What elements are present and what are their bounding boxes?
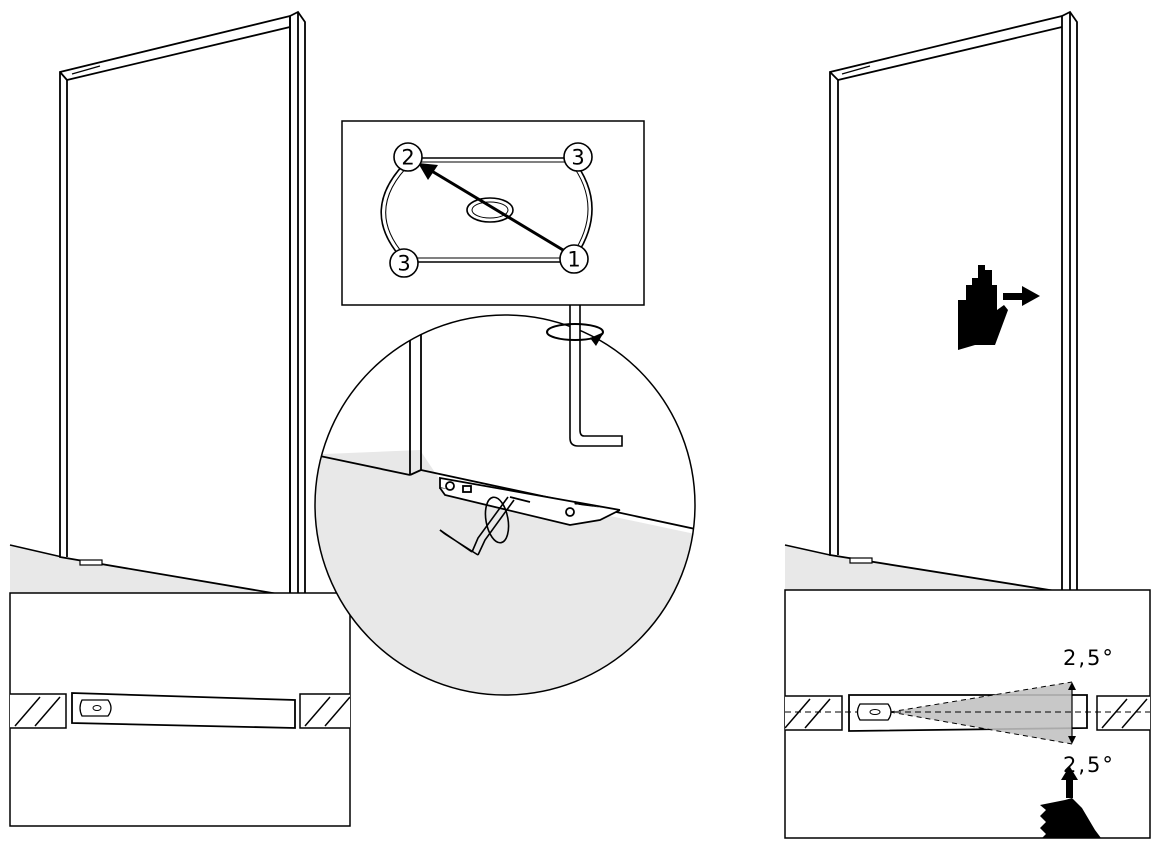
svg-text:3: 3 <box>397 252 410 276</box>
marker-step-3-top: 3 <box>564 143 592 171</box>
marker-step-2: 2 <box>394 143 422 171</box>
right-detail-box: 2,5° 2,5° <box>775 590 1155 846</box>
right-wall-segment-hatched <box>300 694 360 728</box>
left-hinge-cap <box>80 560 102 565</box>
left-wall-segment-hatched <box>8 694 66 728</box>
svg-text:1: 1 <box>567 248 580 272</box>
marker-step-3-bottom: 3 <box>390 249 418 277</box>
right-wall-segment-hatched-right <box>1097 696 1155 730</box>
left-door <box>60 12 305 596</box>
left-wall-segment-hatched-right <box>775 696 842 730</box>
angle-label-upper: 2,5° <box>1063 646 1115 670</box>
angle-label-lower: 2,5° <box>1063 753 1115 777</box>
svg-text:3: 3 <box>571 146 584 170</box>
left-detail-box <box>8 593 360 826</box>
left-door-scene <box>10 12 305 598</box>
svg-text:2: 2 <box>401 146 414 170</box>
hinge-closeup-circle <box>300 300 700 700</box>
right-door <box>830 12 1077 592</box>
adjustment-order-box: 2 3 3 1 <box>342 121 644 305</box>
hinge-plate-outline-right <box>858 704 892 720</box>
right-door-scene <box>785 12 1077 594</box>
hinge-plate-outline <box>80 700 111 716</box>
marker-step-1: 1 <box>560 245 588 273</box>
